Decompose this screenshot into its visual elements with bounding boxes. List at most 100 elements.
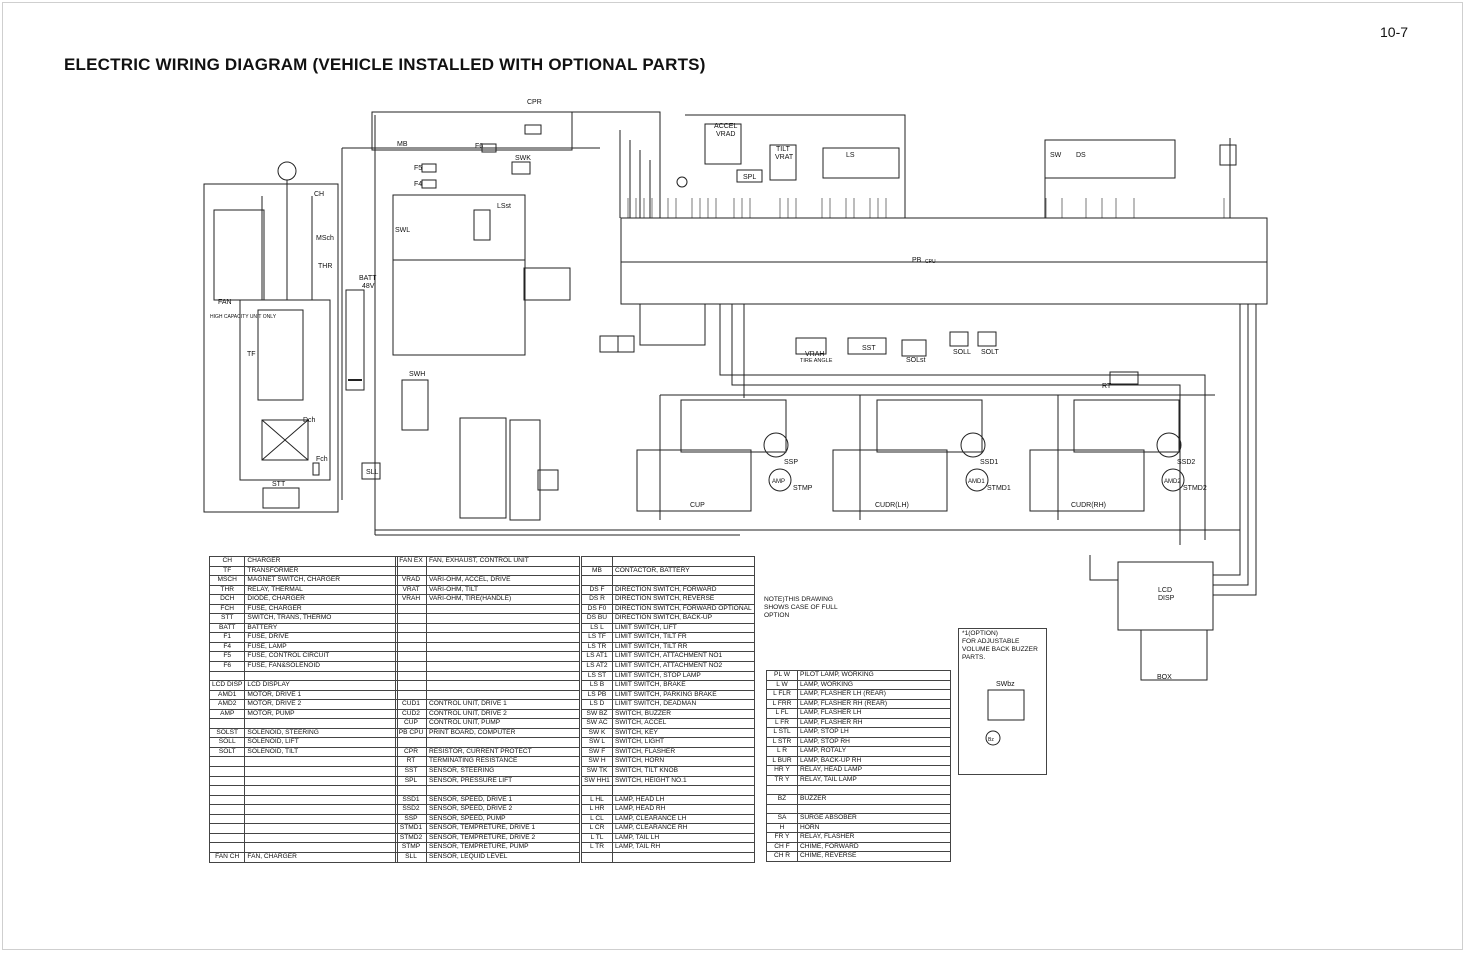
amd2-motor-icon	[1161, 468, 1185, 492]
ssd2-label: SSD2	[1177, 459, 1195, 466]
rt-resistor	[1109, 371, 1139, 385]
legend-code: CH	[208, 556, 246, 567]
legend-code: LS PB	[581, 689, 613, 701]
legend-code: SSD1	[395, 794, 427, 806]
legend-code: L STR	[766, 736, 798, 748]
legend-description: LAMP, TAIL LH	[612, 832, 755, 844]
legend-code: DCH	[208, 594, 246, 605]
legend-code	[395, 689, 427, 701]
legend-description	[426, 680, 580, 691]
legend-code	[208, 670, 246, 682]
legend-code: L HL	[581, 794, 613, 806]
legend-description: SWITCH, FLASHER	[612, 746, 755, 758]
legend-description: CHIME, FORWARD	[797, 841, 951, 853]
legend-code	[208, 766, 246, 777]
legend-description: LAMP, CLEARANCE LH	[612, 813, 755, 825]
legend-code: AMP	[208, 708, 246, 720]
legend-code: FCH	[208, 603, 246, 615]
legend-code: SA	[766, 813, 798, 824]
legend-code: F4	[208, 641, 246, 653]
legend-description	[426, 603, 580, 615]
legend-description: SWITCH, KEY	[612, 727, 755, 739]
legend-code	[208, 775, 246, 787]
legend-description	[612, 575, 755, 586]
legend-description	[244, 766, 399, 777]
legend-code: STMP	[395, 842, 427, 853]
spl-sensor-icon	[676, 176, 688, 188]
legend-code: H	[766, 822, 798, 834]
stmp-label: STMP	[793, 485, 813, 492]
box-label: BOX	[1157, 674, 1172, 681]
tf-label: TF	[247, 351, 256, 358]
legend-description	[612, 785, 755, 796]
legend-row	[395, 651, 580, 662]
legend-description: RESISTOR, CURRENT PROTECT	[426, 746, 580, 758]
legend-description: LAMP, FLASHER RH (REAR)	[797, 698, 951, 710]
amd2-label: AMD2	[1164, 479, 1181, 485]
legend-code	[581, 785, 613, 796]
swh-box	[401, 379, 429, 431]
legend-description: MOTOR, PUMP	[244, 708, 399, 720]
legend-row	[395, 613, 580, 624]
legend-description: RELAY, FLASHER	[797, 832, 951, 843]
legend-code	[766, 784, 798, 796]
legend-code	[208, 804, 246, 815]
legend-code: PB CPU	[395, 727, 427, 739]
legend-description: SENSOR, PRESSURE LIFT	[426, 775, 580, 787]
legend-description: LIMIT SWITCH, TILT RR	[612, 641, 755, 653]
vrah-box	[795, 337, 827, 355]
legend-description: LAMP, FLASHER LH	[797, 708, 951, 719]
legend-description	[244, 794, 399, 806]
sll-label: SLL	[366, 469, 379, 476]
legend-description: FAN, CHARGER	[244, 851, 399, 863]
legend-row	[766, 803, 951, 815]
legend-code	[395, 565, 427, 577]
legend-code: PL W	[766, 670, 798, 681]
option-note-title: *1(OPTION)	[962, 630, 998, 637]
legend-row	[208, 813, 399, 825]
legend-row	[208, 842, 399, 853]
legend-description: MAGNET SWITCH, CHARGER	[244, 575, 399, 586]
battery-box	[345, 289, 365, 391]
legend-code: L BUR	[766, 755, 798, 767]
accel-box	[704, 123, 742, 165]
horn-group	[509, 419, 541, 521]
legend-code: F5	[208, 651, 246, 662]
legend-description	[426, 785, 580, 796]
legend-code: DS F	[581, 584, 613, 596]
legend-description: SENSOR, TEMPRETURE, DRIVE 2	[426, 832, 580, 844]
cpr-label: CPR	[527, 99, 542, 106]
legend-description: DIRECTION SWITCH, FORWARD	[612, 584, 755, 596]
rt-label: RT	[1102, 383, 1112, 390]
vrad-label: VRAD	[716, 131, 735, 138]
fan-ex-icon	[599, 335, 619, 353]
legend-description: LAMP, STOP LH	[797, 727, 951, 738]
fuse-f4	[421, 179, 437, 189]
legend-description: SENSOR, LEQUID LEVEL	[426, 851, 580, 863]
legend-description	[612, 556, 755, 567]
sw-hh1-box	[1219, 144, 1237, 166]
ssp-icon	[763, 432, 789, 458]
legend-row	[208, 785, 399, 796]
legend-code: LS ST	[581, 670, 613, 682]
bz-label: Bz	[988, 737, 994, 743]
legend-code: SOLST	[208, 727, 246, 739]
fuse-f5	[421, 163, 437, 173]
cup-label: CUP	[690, 502, 705, 509]
charger-diode-box	[261, 419, 309, 461]
